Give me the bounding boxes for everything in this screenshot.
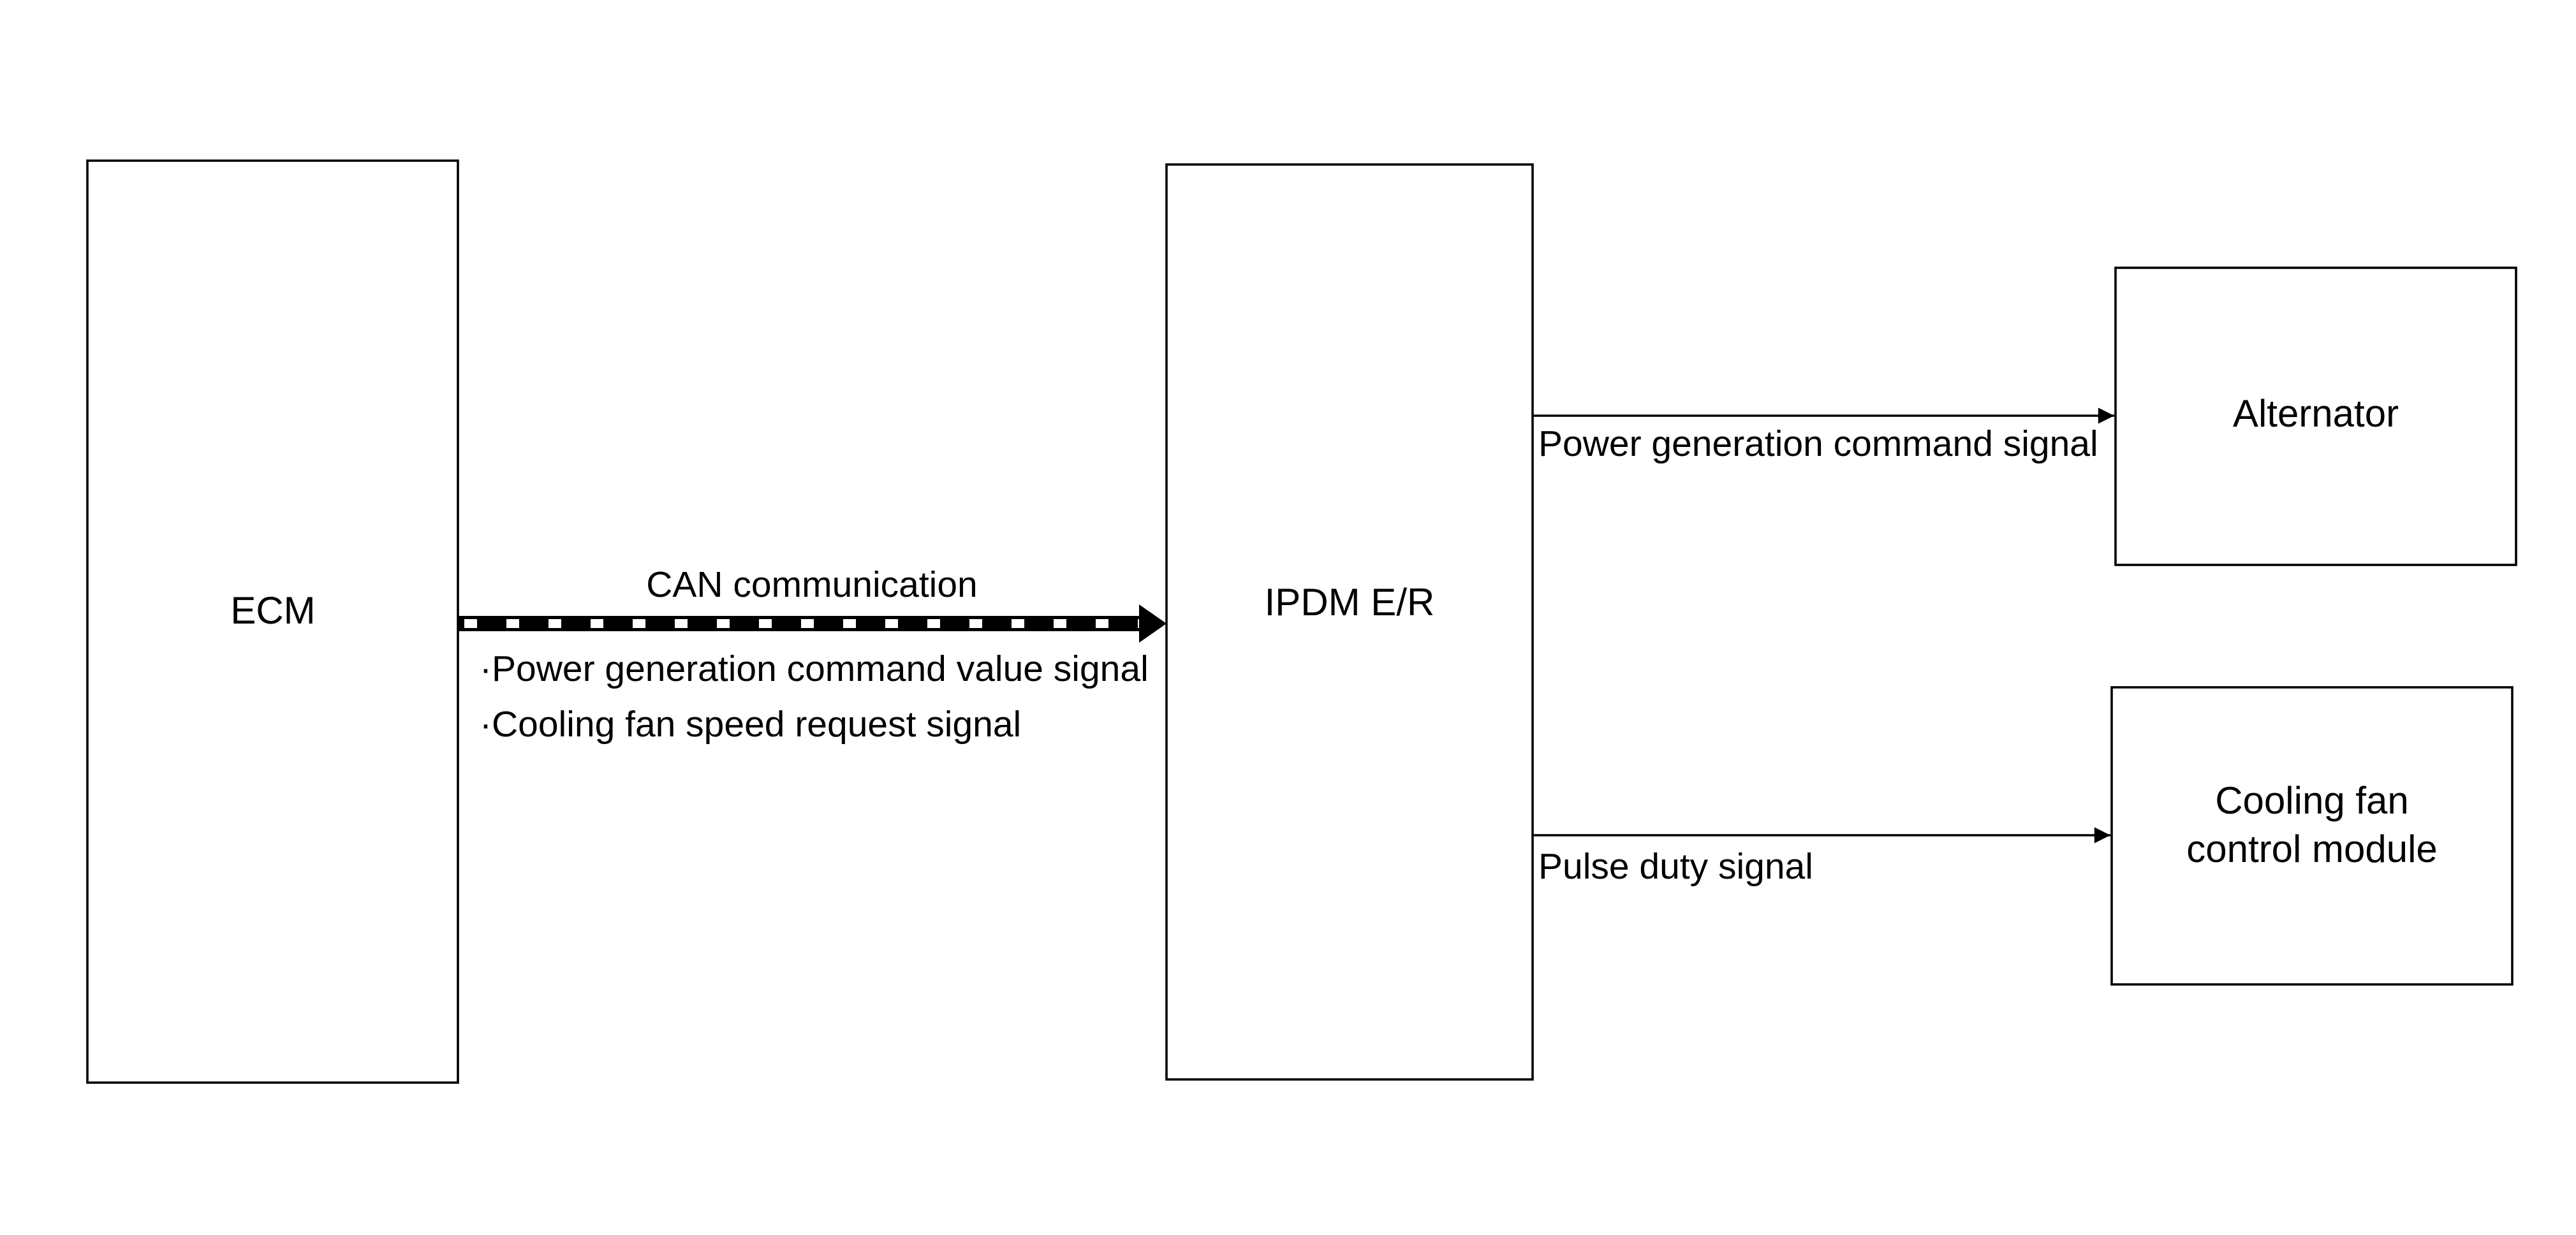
ipdm-er-label: IPDM E/R — [1265, 581, 1435, 624]
can-signal-power-generation: ·Power generation command value signal — [480, 648, 1149, 689]
can-communication-label: CAN communication — [646, 564, 978, 605]
ecm-block: ECM — [86, 159, 459, 1084]
alternator-label: Alternator — [2233, 392, 2399, 435]
pulse-duty-signal-arrow: Pulse duty signal — [1533, 827, 2110, 887]
can-communication-arrow: CAN communication ·Power generation comm… — [458, 564, 1167, 745]
cooling-fan-label-line2: control module — [2186, 828, 2438, 870]
cooling-fan-label-line1: Cooling fan — [2215, 779, 2409, 822]
cooling-fan-control-module-block: Cooling fan control module — [2110, 686, 2513, 986]
can-arrowhead — [1139, 604, 1167, 643]
ipdm-er-block: IPDM E/R — [1165, 163, 1534, 1081]
alternator-block: Alternator — [2114, 267, 2517, 566]
can-bus-bar — [458, 616, 1142, 631]
can-signal-cooling-fan-speed: ·Cooling fan speed request signal — [480, 704, 1021, 745]
pulse-duty-signal-label: Pulse duty signal — [1538, 846, 1813, 887]
alternator-signal-arrow: Power generation command signal — [1533, 407, 2114, 464]
power-generation-command-signal-label: Power generation command signal — [1538, 423, 2098, 464]
ecm-label: ECM — [230, 589, 315, 632]
